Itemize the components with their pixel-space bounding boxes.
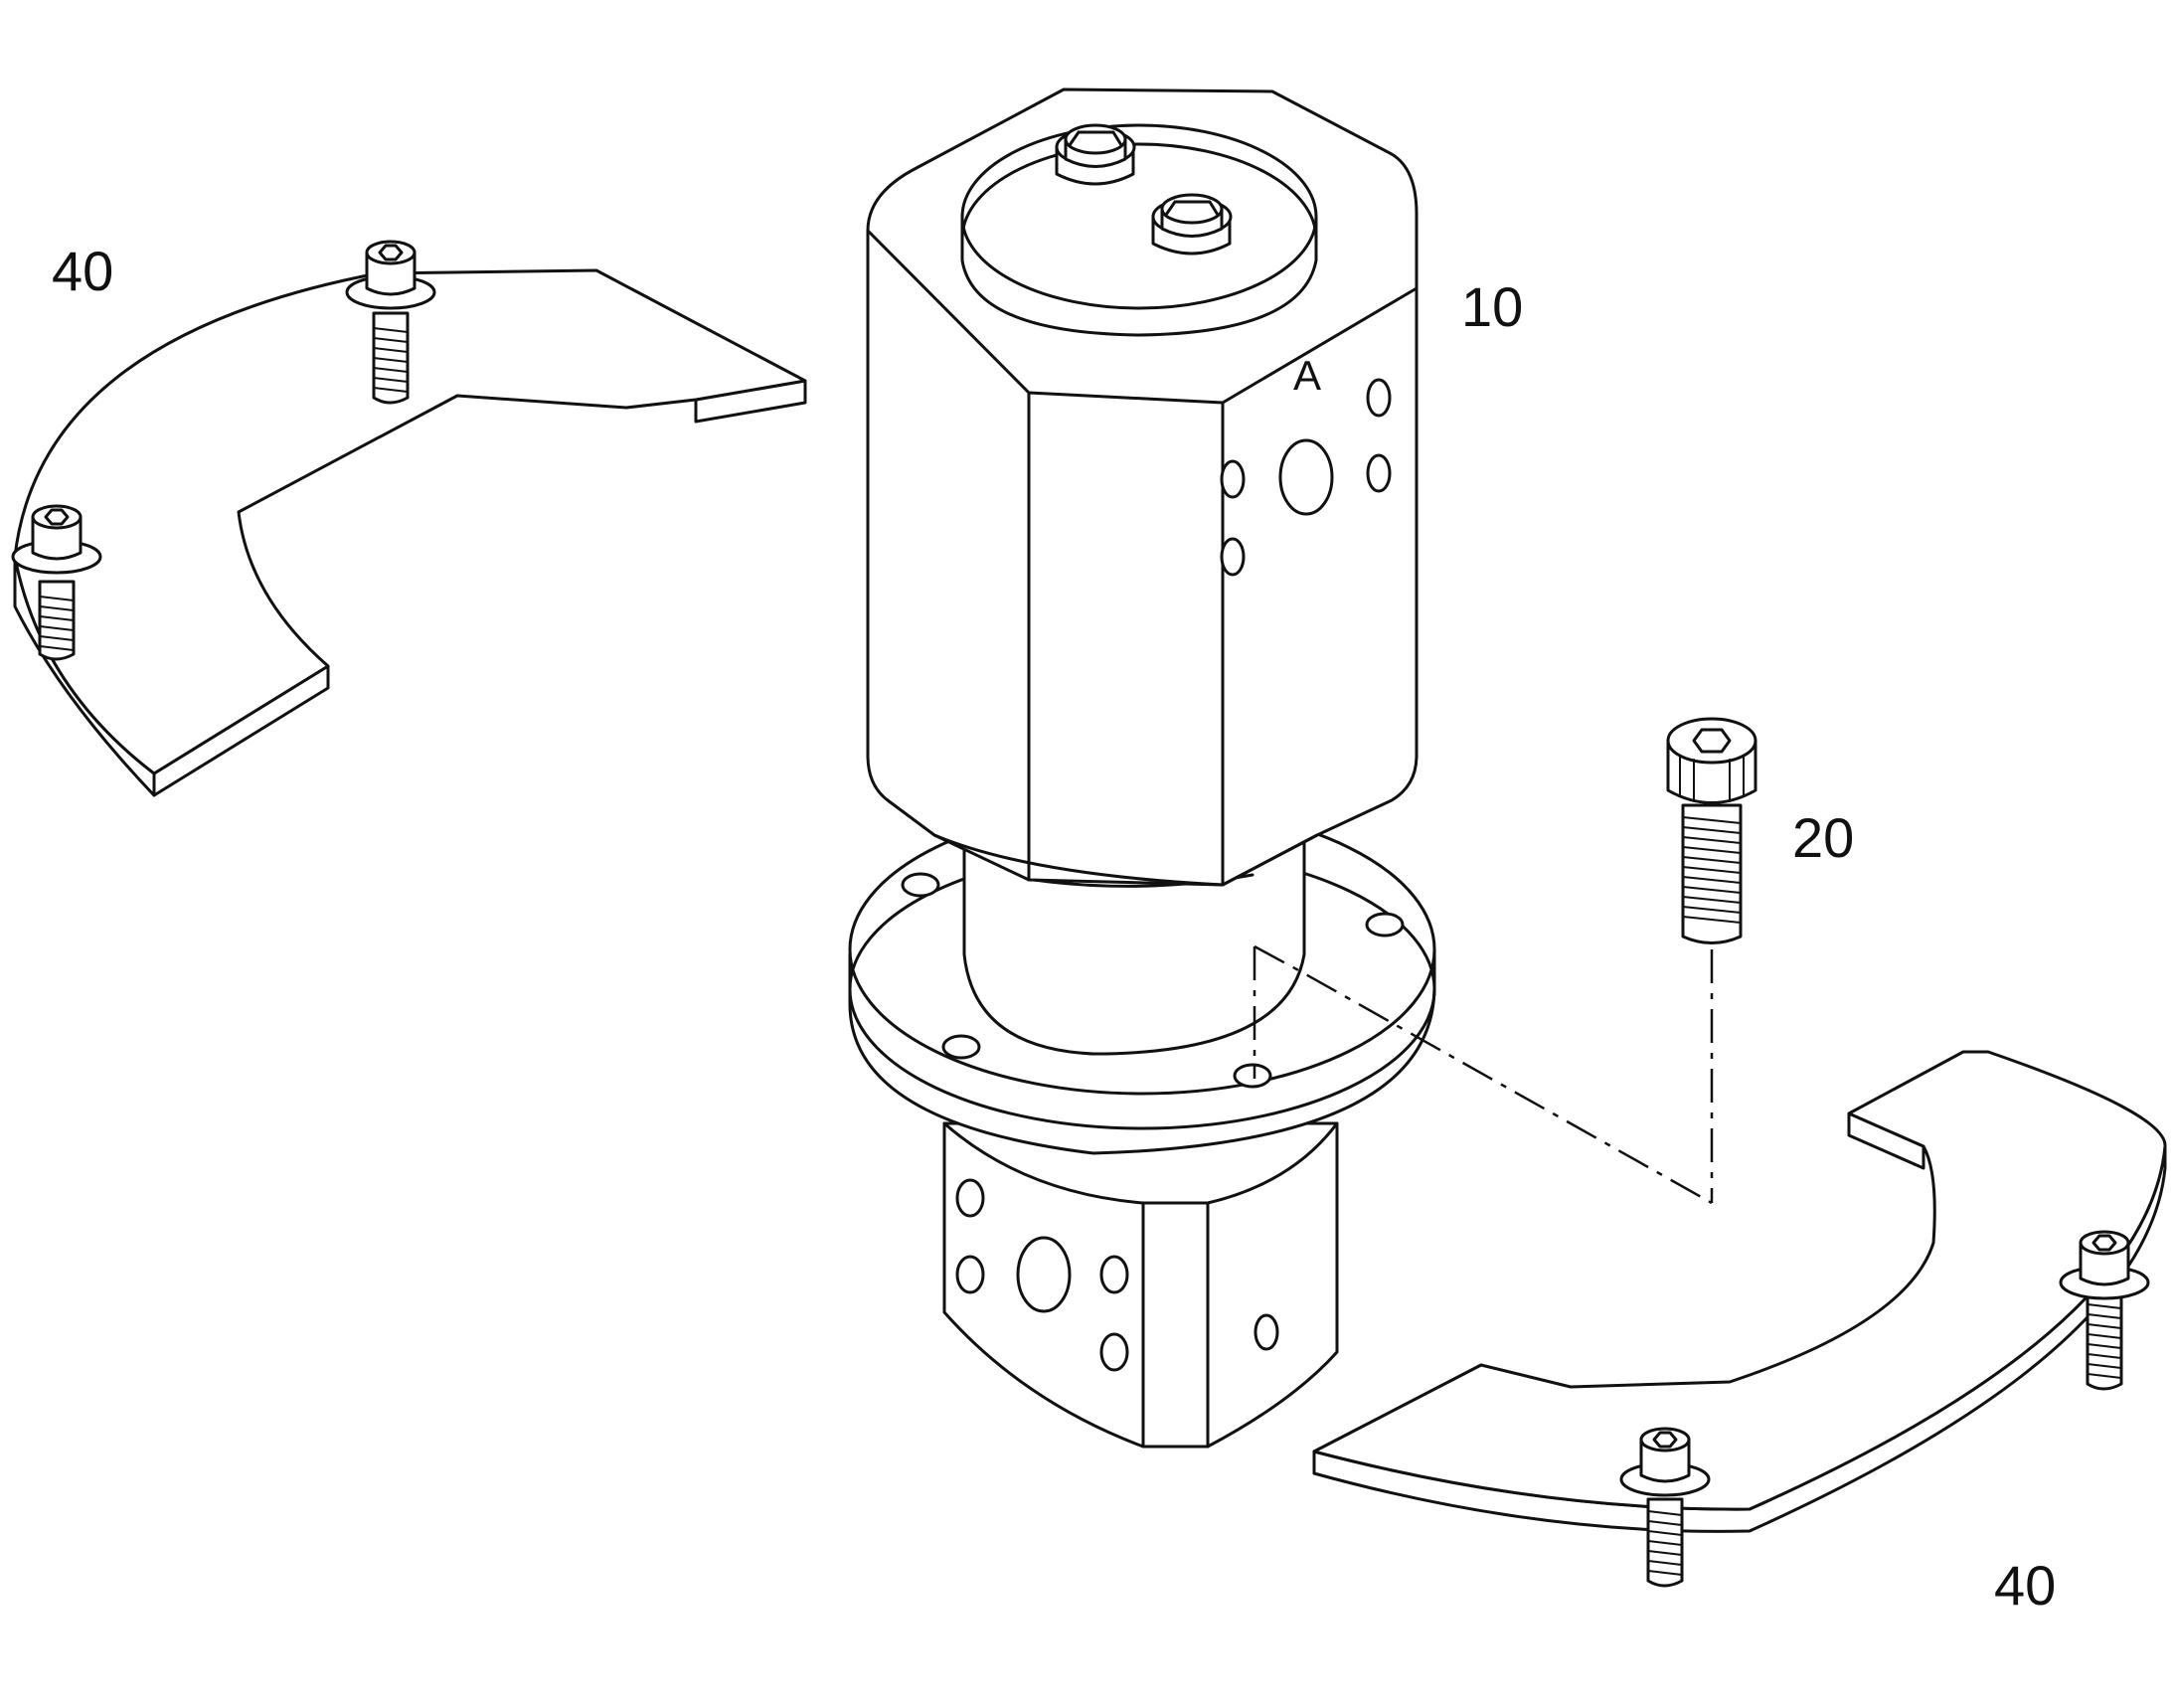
callout-40-bottom: 40 xyxy=(1994,1554,2056,1617)
top-cap-bolt-left xyxy=(1055,123,1136,186)
right-clamp-plate xyxy=(1312,1050,2167,1533)
socket-head-screw xyxy=(1666,717,1757,944)
lower-hex-block xyxy=(942,1121,1339,1449)
upper-hex-body: A xyxy=(866,87,1419,887)
port-a-label: A xyxy=(1293,352,1321,399)
assembly-center-lines xyxy=(1253,944,1714,1205)
left-plate-screw-top xyxy=(345,240,436,405)
left-clamp-plate xyxy=(13,268,807,797)
right-plate-screw-right xyxy=(2059,1230,2150,1391)
callout-20: 20 xyxy=(1792,806,1854,869)
right-plate-screw-bottom xyxy=(1619,1427,1711,1588)
left-plate-screw-left xyxy=(11,504,102,661)
callout-10: 10 xyxy=(1461,275,1523,338)
callout-40-top: 40 xyxy=(52,240,113,302)
top-cap-bolt-right xyxy=(1151,193,1233,256)
